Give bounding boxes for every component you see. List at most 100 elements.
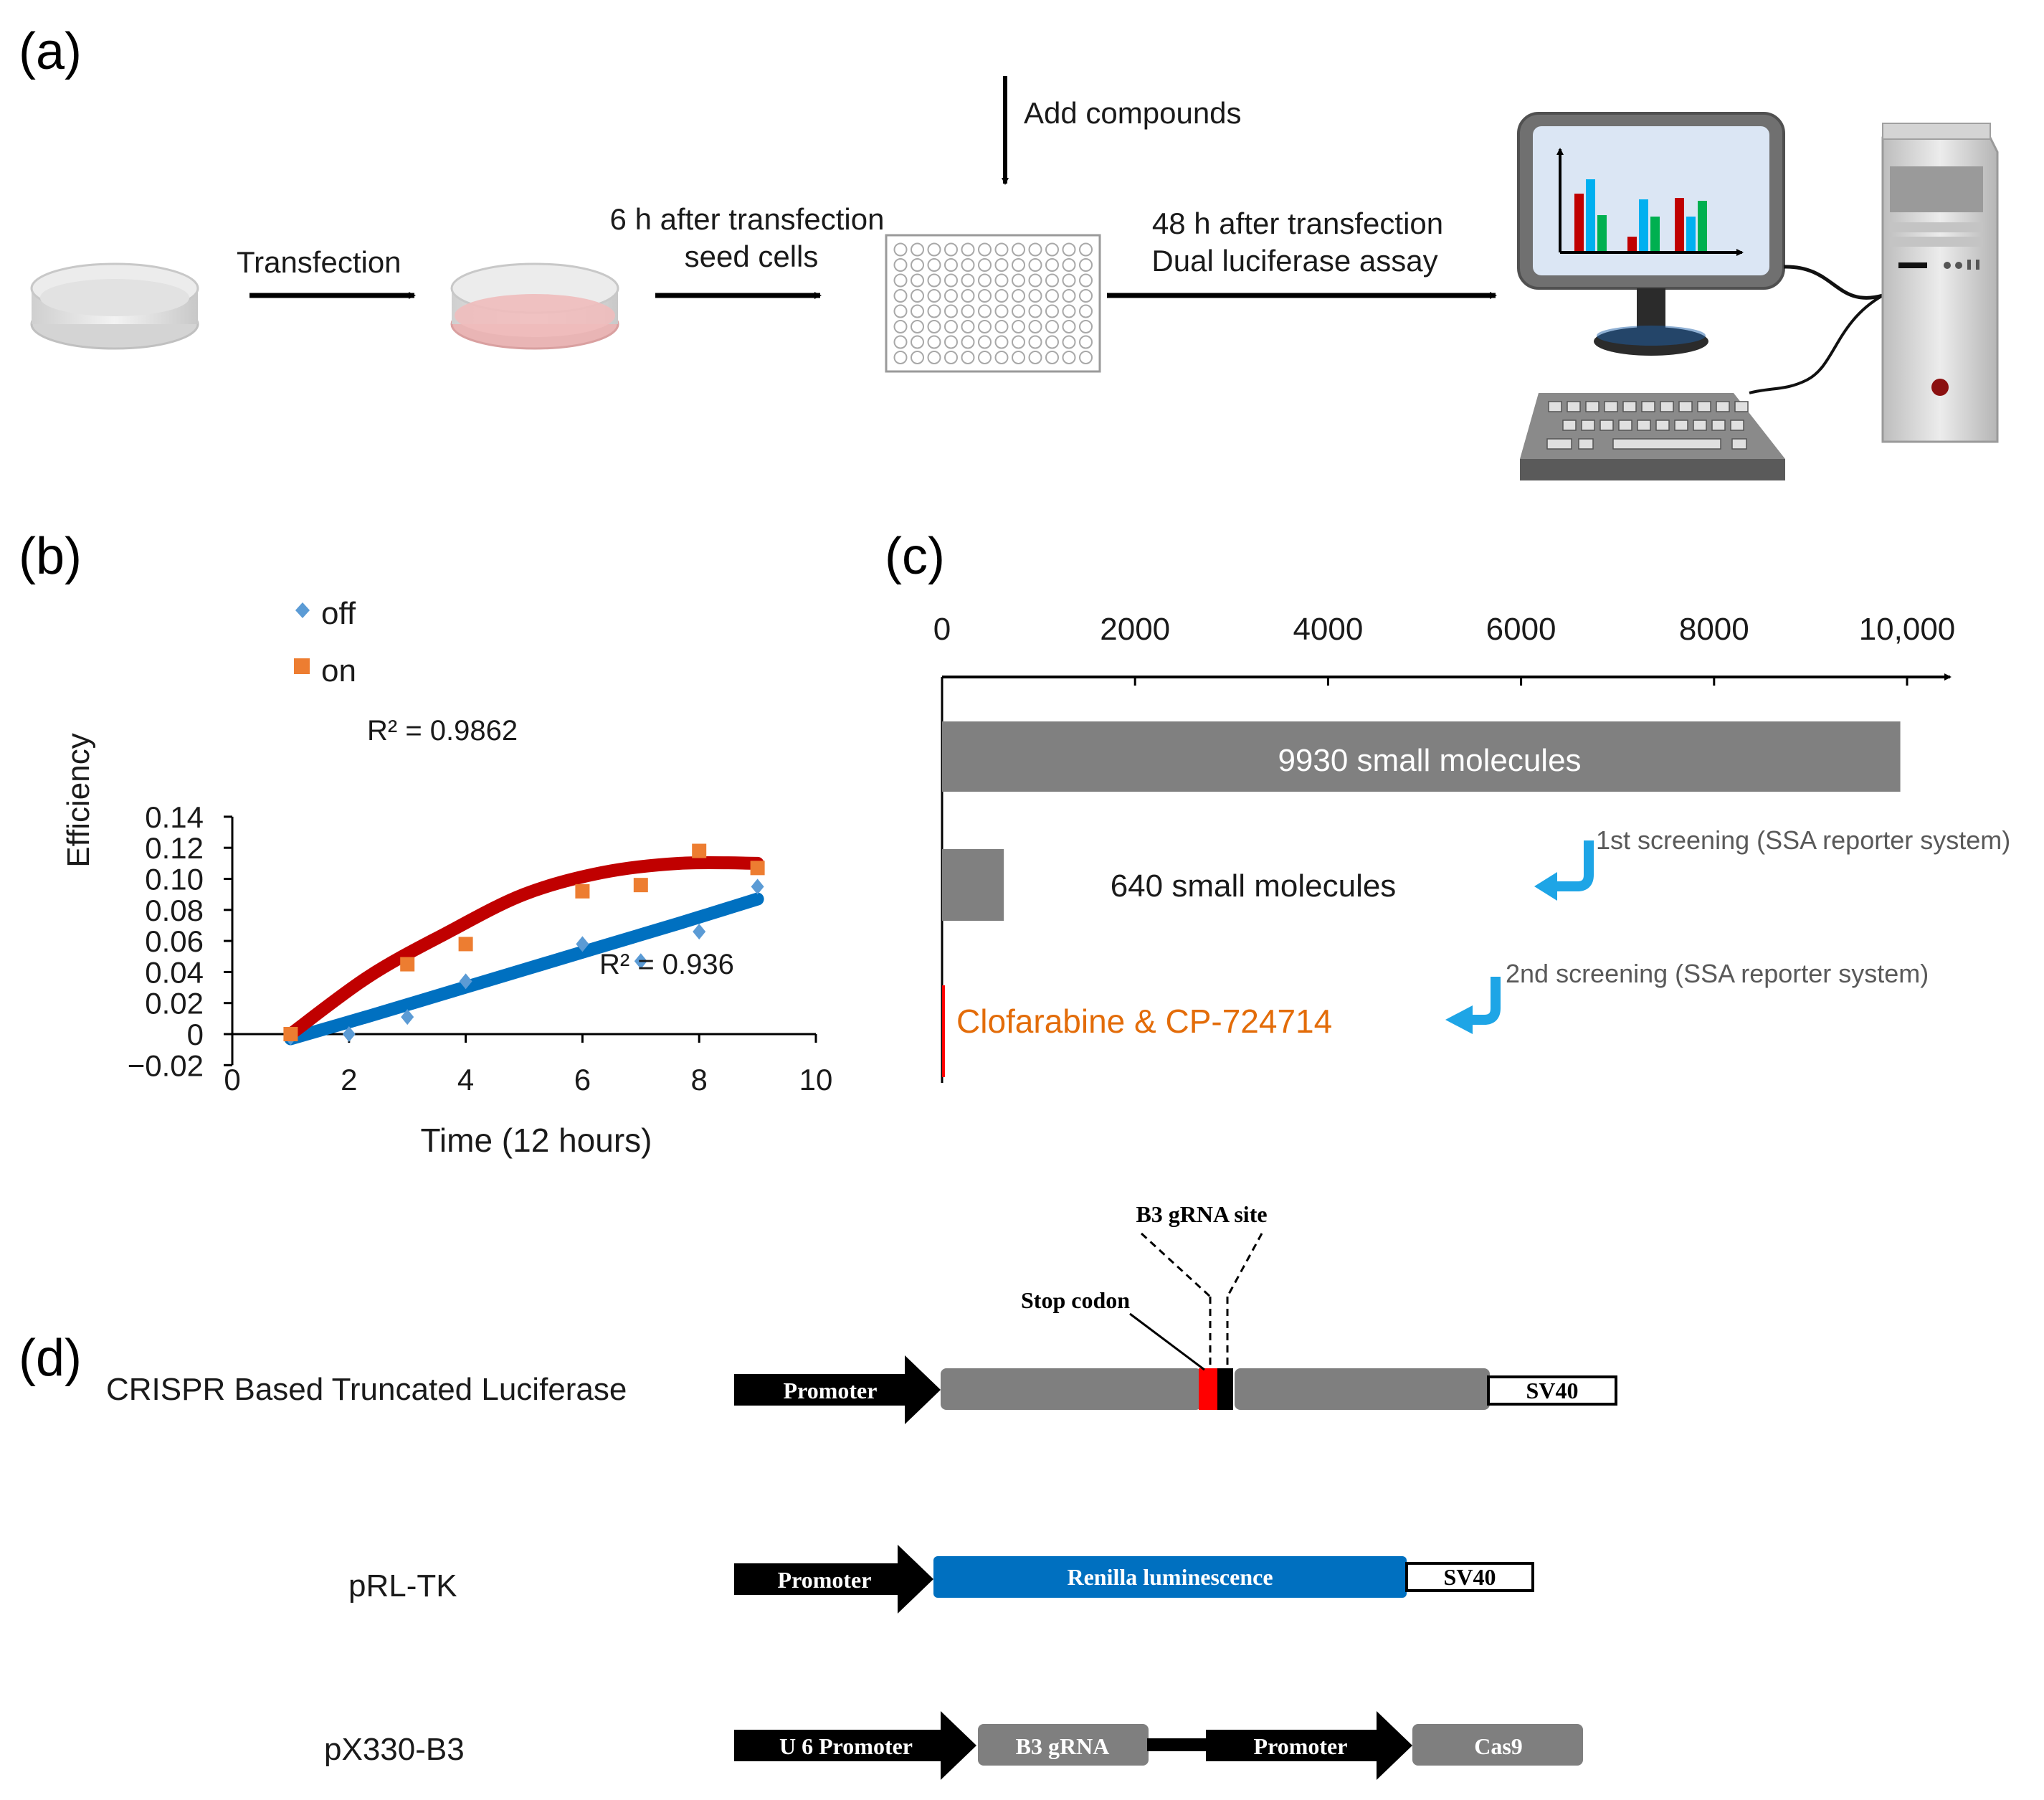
construct-3-cas9-label: Cas9 xyxy=(1474,1733,1523,1759)
plate-well xyxy=(944,273,958,288)
plate-well xyxy=(961,289,975,303)
plate-well xyxy=(1062,335,1076,349)
legend-off-marker xyxy=(295,602,310,618)
stop-codon-leader xyxy=(1129,1312,1205,1371)
plate-well xyxy=(893,258,908,272)
chart-b-y-tick-label: 0.02 xyxy=(145,987,204,1020)
legend-off-label: off xyxy=(321,596,356,631)
construct-3-cas9 xyxy=(1412,1724,1583,1766)
construct-3-b3-grna xyxy=(978,1724,1149,1766)
plate-well xyxy=(978,351,992,364)
keyboard-key xyxy=(1697,401,1711,412)
plate-well xyxy=(978,320,992,333)
off-data-point xyxy=(634,953,647,970)
plate-well xyxy=(1028,320,1042,333)
chart-c-bar xyxy=(942,985,945,1077)
step-transfection-label: Transfection xyxy=(237,245,401,279)
plate-well xyxy=(961,320,975,333)
r2-off-label: R² = 0.936 xyxy=(599,949,734,980)
on-data-point xyxy=(575,884,590,899)
plate-well xyxy=(927,258,941,272)
panel-label-c: (c) xyxy=(885,528,945,585)
keyboard-key xyxy=(1641,401,1655,412)
plate-well xyxy=(994,273,1009,288)
panel-label-a: (a) xyxy=(19,23,82,80)
chart-b-x-tick-label: 2 xyxy=(341,1063,357,1096)
plate-well xyxy=(911,258,924,272)
b3-grna-site-label: B3 gRNA site xyxy=(1136,1201,1267,1227)
monitor-bar xyxy=(1597,215,1607,251)
plate-well xyxy=(1045,304,1059,318)
plate-well xyxy=(1062,258,1076,272)
off-data-point xyxy=(751,878,764,895)
keyboard-key xyxy=(1622,401,1637,412)
plate-well xyxy=(1079,242,1093,257)
chart-b-x-tick-label: 6 xyxy=(574,1063,591,1096)
keyboard-spacebar xyxy=(1612,438,1721,450)
on-data-point xyxy=(750,861,765,876)
plate-well xyxy=(978,258,992,272)
construct-1-luciferase-5prime xyxy=(941,1368,1202,1410)
chart-b-y-tick-label: 0 xyxy=(187,1018,204,1051)
chart-b-x-tick-label: 10 xyxy=(799,1063,833,1096)
plate-well xyxy=(927,320,941,333)
chart-b-xlabel: Time (12 hours) xyxy=(421,1122,652,1159)
legend-on-marker xyxy=(294,658,310,674)
chart-b-y-tick-label: 0.08 xyxy=(145,894,204,927)
keyboard-key xyxy=(1674,420,1688,431)
plate-well xyxy=(944,258,958,272)
keyboard-key xyxy=(1546,438,1572,450)
bar-640-label: 640 small molecules xyxy=(1111,868,1397,904)
construct-3-b3-grna-label: B3 gRNA xyxy=(1016,1733,1110,1759)
plate-well xyxy=(927,242,941,257)
plate-well xyxy=(893,351,908,364)
chart-b-ylabel: Efficiency xyxy=(61,733,96,868)
plate-well xyxy=(1012,258,1025,272)
legend-on-label: on xyxy=(321,653,356,688)
culture-dish-empty xyxy=(30,262,199,350)
step-assay-line1: 48 h after transfection xyxy=(1152,207,1443,240)
off-data-point xyxy=(342,1026,356,1042)
plate-well xyxy=(1028,273,1042,288)
plate-well xyxy=(1045,242,1059,257)
monitor-bar xyxy=(1574,194,1584,251)
construct-3-promoter-label: Promoter xyxy=(1254,1733,1348,1759)
plate-well xyxy=(1062,289,1076,303)
plate-well xyxy=(1062,320,1076,333)
plate-well xyxy=(893,273,908,288)
plate-well xyxy=(1079,335,1093,349)
plate-well xyxy=(1062,273,1076,288)
chart-b-y-tick-label: 0.04 xyxy=(145,955,204,989)
plate-well xyxy=(1045,273,1059,288)
monitor-bar xyxy=(1698,201,1707,251)
construct-1-sv40 xyxy=(1487,1375,1617,1406)
chart-c-bar xyxy=(942,721,1901,792)
second-screening-label: 2nd screening (SSA reporter system) xyxy=(1506,959,1929,988)
chart-b-y-tick-label: 0.06 xyxy=(145,924,204,958)
plate-well xyxy=(927,289,941,303)
keyboard-key xyxy=(1660,401,1674,412)
step-assay-line2: Dual luciferase assay xyxy=(1151,244,1437,278)
bar-9930-label: 9930 small molecules xyxy=(1278,743,1581,778)
r2-on-label: R² = 0.9862 xyxy=(367,715,518,747)
plate-well xyxy=(927,335,941,349)
monitor-bar xyxy=(1675,198,1684,251)
plate-well xyxy=(1012,335,1025,349)
plate-well xyxy=(961,242,975,257)
construct-3-u6-label: U 6 Promoter xyxy=(779,1733,913,1759)
on-data-point xyxy=(400,957,415,972)
computer-icon xyxy=(1517,112,1999,480)
plate-well xyxy=(893,320,908,333)
panel-label-b: (b) xyxy=(19,528,82,585)
plate-well xyxy=(927,273,941,288)
plate-well xyxy=(911,335,924,349)
plate-well xyxy=(1012,273,1025,288)
keyboard-key xyxy=(1604,401,1618,412)
keyboard-key xyxy=(1711,420,1726,431)
plate-well xyxy=(944,304,958,318)
plate-well xyxy=(978,273,992,288)
plate-well xyxy=(911,289,924,303)
stop-codon-mark xyxy=(1199,1368,1217,1410)
plate-well xyxy=(978,304,992,318)
